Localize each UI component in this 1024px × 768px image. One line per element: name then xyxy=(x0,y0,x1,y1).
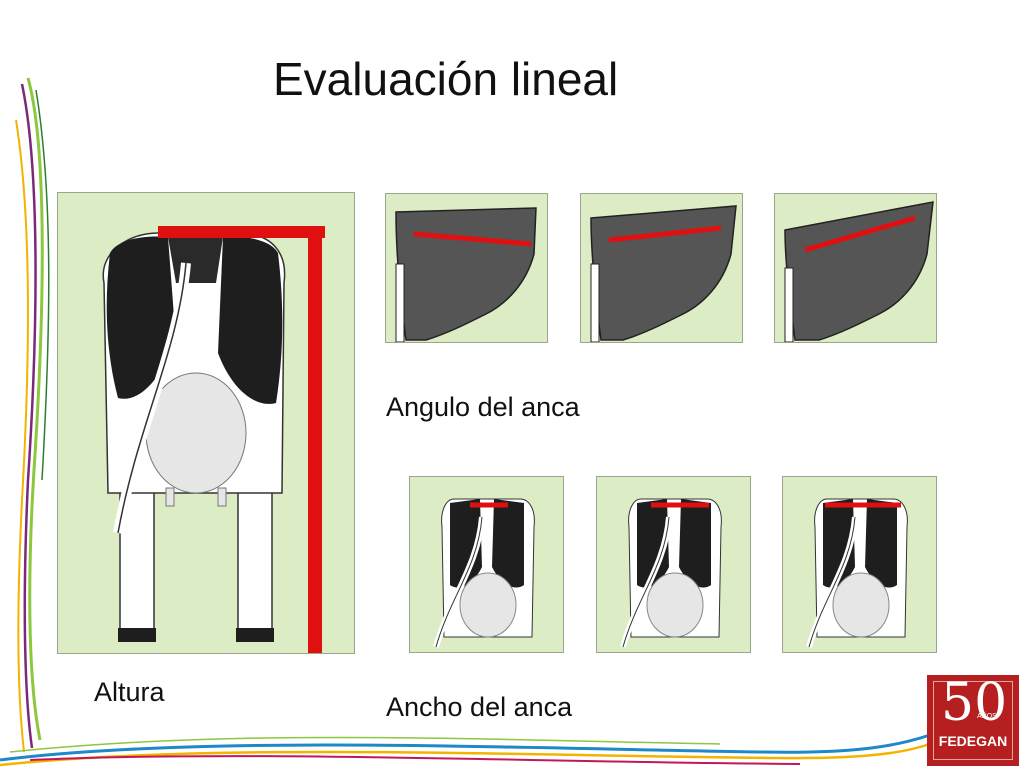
cow-rear-view-large xyxy=(102,226,325,653)
height-bar-top xyxy=(158,226,325,238)
rump-width-illustration-3 xyxy=(782,476,937,653)
height-illustration xyxy=(57,192,355,654)
rump-width-illustration-2 xyxy=(596,476,751,653)
height-bar-vertical xyxy=(308,226,322,653)
logo-number: 50 xyxy=(941,675,1008,733)
caption-height: Altura xyxy=(94,677,165,707)
caption-rump-angle: Angulo del anca xyxy=(386,392,580,422)
rump-angle-illustration-2 xyxy=(580,193,743,343)
rump-line xyxy=(413,231,532,247)
logo-sub-label: AÑOS xyxy=(977,713,997,720)
rump-width-illustration-1 xyxy=(409,476,564,653)
rump-angle-illustration-3 xyxy=(774,193,937,343)
caption-rump-width: Ancho del anca xyxy=(386,692,573,722)
rump-angle-illustration-1 xyxy=(385,193,548,343)
rump-line xyxy=(804,215,916,253)
slide-title: Evaluación lineal xyxy=(273,53,619,105)
logo-frame xyxy=(933,681,1013,760)
fedegan-logo: 50 AÑOS FEDEGAN xyxy=(927,675,1019,766)
rump-line xyxy=(608,225,722,243)
logo-brand: FEDEGAN xyxy=(938,733,1008,749)
